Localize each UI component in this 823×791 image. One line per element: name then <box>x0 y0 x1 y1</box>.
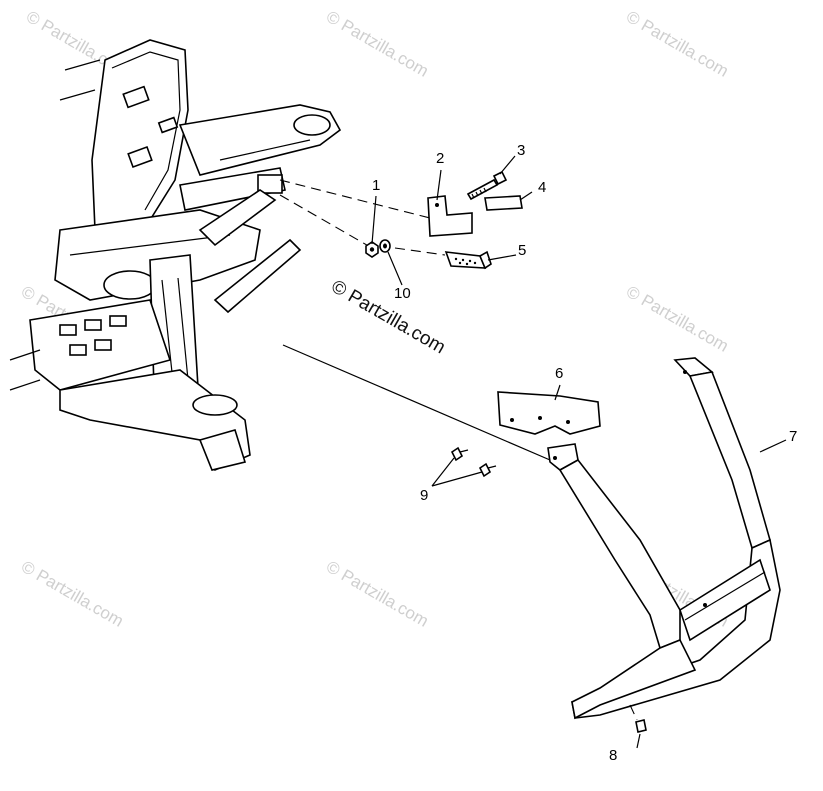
part-5-reflector[interactable] <box>444 250 492 270</box>
part-4-label[interactable] <box>484 195 523 211</box>
callout-4[interactable]: 4 <box>538 179 546 196</box>
part-3-bolt[interactable] <box>466 170 508 201</box>
callout-6[interactable]: 6 <box>555 365 563 382</box>
part-8-screw[interactable] <box>629 704 647 733</box>
watermark: © Partzilla.com <box>323 7 432 81</box>
callout-5[interactable]: 5 <box>518 242 526 259</box>
callout-1[interactable]: 1 <box>372 177 380 194</box>
part-7-bumper[interactable] <box>547 357 781 720</box>
part-9-screws[interactable] <box>450 446 497 478</box>
watermark: © Partzilla.com <box>623 282 732 356</box>
watermark: © Partzilla.com <box>18 557 127 631</box>
callout-2[interactable]: 2 <box>436 150 444 167</box>
watermark: © Partzilla.com <box>323 557 432 631</box>
callout-9[interactable]: 9 <box>420 487 428 504</box>
callout-labels: 1 2 3 4 5 6 7 8 9 10 <box>372 142 797 764</box>
part-6-plate[interactable] <box>497 391 601 435</box>
assembly-lines <box>279 179 551 461</box>
callout-3[interactable]: 3 <box>517 142 525 159</box>
callout-leaders <box>371 155 787 749</box>
vehicle-frame <box>9 39 342 472</box>
callout-10[interactable]: 10 <box>394 285 411 302</box>
callout-7[interactable]: 7 <box>789 428 797 445</box>
part-10-washer[interactable] <box>379 239 391 253</box>
callout-8[interactable]: 8 <box>609 747 617 764</box>
watermark: © Partzilla.com <box>623 7 732 81</box>
watermark-main: © Partzilla.com <box>328 276 449 358</box>
part-1-nut[interactable] <box>365 241 379 258</box>
part-2-bracket[interactable] <box>427 195 473 237</box>
